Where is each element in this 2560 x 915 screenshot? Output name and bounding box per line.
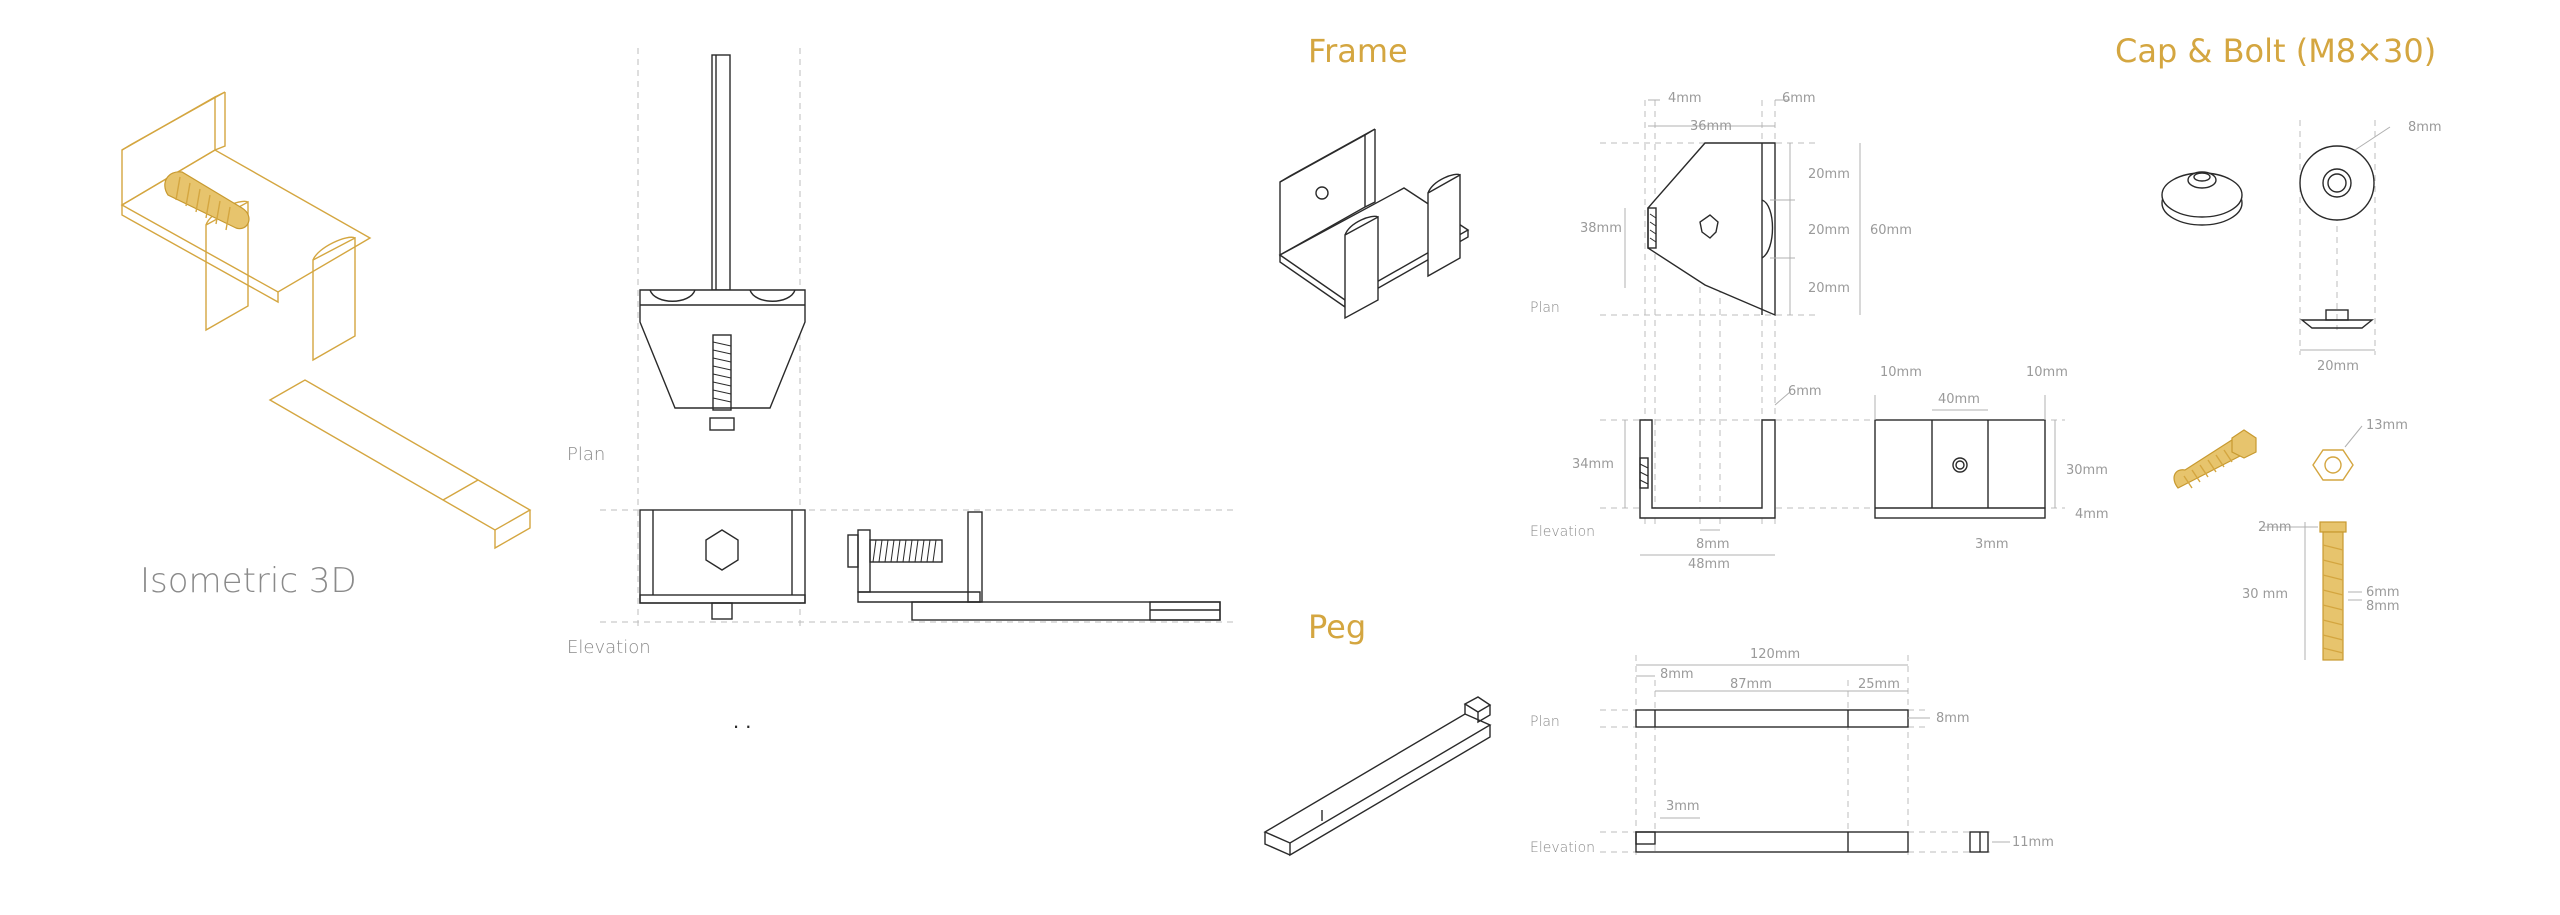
stray-dots: . .	[733, 708, 751, 733]
dim-20mm-c: 20mm	[1808, 281, 1850, 296]
cap-plan: 8mm 20mm	[2299, 120, 2442, 374]
assembly-drawings: Plan Elevation . .	[567, 48, 1235, 733]
assembly-plan-label: Plan	[567, 444, 605, 465]
peg-plan: 120mm 8mm 87mm 25mm 8mm Plan	[1530, 647, 1970, 855]
dim-10mm-b: 10mm	[2026, 365, 2068, 380]
peg-dim-25mm: 25mm	[1858, 677, 1900, 692]
assembly-bolt-threads	[872, 539, 937, 563]
bolt-dim-6mm: 6mm	[2366, 585, 2400, 600]
frame-elevation-label: Elevation	[1530, 524, 1595, 540]
dim-10mm-a: 10mm	[1880, 365, 1922, 380]
bolt-elevation: 2mm 30 mm 6mm 8mm	[2242, 520, 2400, 661]
peg-dim-11mm: 11mm	[2012, 835, 2054, 850]
dim-48mm: 48mm	[1688, 557, 1730, 572]
peg-dim-3mm: 3mm	[1666, 799, 1700, 814]
dim-3mm: 3mm	[1975, 537, 2009, 552]
frame-title: Frame	[1308, 32, 1408, 70]
dim-4mm: 4mm	[1668, 91, 1702, 106]
dim-30mm: 30mm	[2066, 463, 2108, 478]
dim-60mm: 60mm	[1870, 223, 1912, 238]
peg-elevation: 3mm 11mm Elevation	[1530, 799, 2054, 856]
dim-40mm: 40mm	[1938, 392, 1980, 407]
bolt-3d	[2173, 429, 2257, 489]
dim-6mm-b: 6mm	[1788, 384, 1822, 399]
isometric-bolt	[164, 171, 250, 231]
cap-3d	[2161, 171, 2243, 226]
dim-20mm-b: 20mm	[1808, 223, 1850, 238]
isometric-3d-view: Isometric 3D	[120, 91, 532, 601]
cap-dim-20mm: 20mm	[2317, 359, 2359, 374]
bolt-dim-13mm: 13mm	[2366, 418, 2408, 433]
bolt-head-plan: 13mm	[2312, 418, 2408, 481]
assembly-elevation-label: Elevation	[567, 637, 651, 658]
frame-section: Frame	[1278, 32, 2109, 572]
peg-dim-8mm: 8mm	[1660, 667, 1694, 682]
peg-dim-120mm: 120mm	[1750, 647, 1800, 662]
peg-section: Peg 120mm 8mm 87mm	[1263, 608, 2054, 857]
frame-elevation: 6mm 10mm 40mm 10mm 34mm 30mm 8mm 48mm 4m…	[1530, 365, 2109, 572]
bolt-dim-8mm: 8mm	[2366, 599, 2400, 614]
peg-elevation-label: Elevation	[1530, 840, 1595, 856]
frame-3d	[1278, 128, 1470, 320]
peg-title: Peg	[1308, 608, 1366, 646]
peg-dim-87mm: 87mm	[1730, 677, 1772, 692]
dim-36mm: 36mm	[1690, 119, 1732, 134]
bolt-dim-2mm: 2mm	[2258, 520, 2292, 535]
frame-plan-label: Plan	[1530, 300, 1560, 316]
cap-dim-8mm: 8mm	[2408, 120, 2442, 135]
dim-20mm-a: 20mm	[1808, 167, 1850, 182]
dim-6mm: 6mm	[1782, 91, 1816, 106]
cap-bolt-title: Cap & Bolt (M8×30)	[2115, 32, 2436, 70]
dim-4mm-b: 4mm	[2075, 507, 2109, 522]
dim-34mm: 34mm	[1572, 457, 1614, 472]
dim-38mm: 38mm	[1580, 221, 1622, 236]
bolt-dim-30mm: 30 mm	[2242, 587, 2288, 602]
dim-8mm: 8mm	[1696, 537, 1730, 552]
peg-dim-8mm-b: 8mm	[1936, 711, 1970, 726]
peg-plan-label: Plan	[1530, 714, 1560, 730]
isometric-title: Isometric 3D	[140, 561, 357, 601]
peg-3d	[1263, 696, 1492, 857]
cap-bolt-section: Cap & Bolt (M8×30) 8mm 20mm	[2115, 32, 2442, 661]
